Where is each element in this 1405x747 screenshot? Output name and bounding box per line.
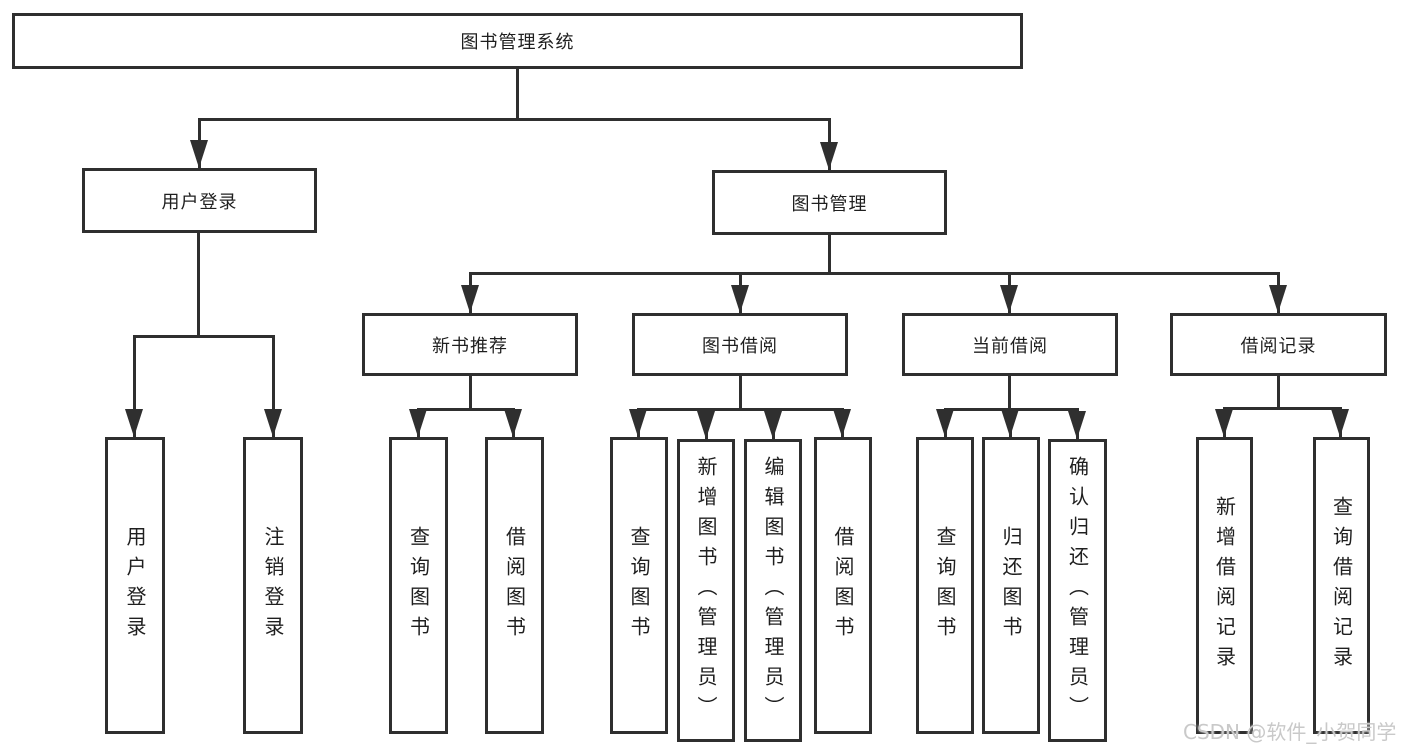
leaf-confirm-return-admin-label: 确认归还（管理员）	[1065, 455, 1090, 726]
leaf-edit-book-admin-label: 编辑图书（管理员）	[761, 455, 785, 726]
leaf-query-book-2: 查询图书	[610, 437, 668, 734]
leaf-user-login: 用户登录	[105, 437, 165, 734]
arrowhead-down-icon	[504, 409, 522, 437]
node-current-borrow-label: 当前借阅	[972, 335, 1048, 357]
connector-line	[417, 408, 515, 411]
node-borrow-records: 借阅记录	[1170, 313, 1387, 376]
arrowhead-down-icon	[264, 409, 282, 437]
leaf-confirm-return-admin: 确认归还（管理员）	[1048, 439, 1107, 742]
arrowhead-down-icon	[1331, 409, 1349, 437]
leaf-query-book-1: 查询图书	[389, 437, 448, 734]
leaf-return-book: 归还图书	[982, 437, 1040, 734]
connector-line	[1223, 407, 1342, 410]
node-root: 图书管理系统	[12, 13, 1023, 69]
node-book-mgmt-label: 图书管理	[791, 193, 868, 215]
arrowhead-down-icon	[409, 409, 427, 437]
leaf-logout: 注销登录	[243, 437, 303, 734]
leaf-borrow-book-2-label: 借阅图书	[831, 525, 855, 646]
arrowhead-down-icon	[1215, 409, 1233, 437]
node-book-mgmt: 图书管理	[712, 170, 947, 235]
csdn-watermark: CSDN @软件_小贺同学	[1183, 720, 1397, 744]
arrowhead-down-icon	[1001, 409, 1019, 437]
arrowhead-down-icon	[731, 285, 749, 313]
arrowhead-down-icon	[936, 409, 954, 437]
connector-line	[637, 408, 844, 411]
leaf-return-book-label: 归还图书	[999, 525, 1023, 646]
connector-line	[133, 335, 136, 437]
arrowhead-down-icon	[461, 285, 479, 313]
arrowhead-down-icon	[764, 411, 782, 439]
arrowhead-down-icon	[1269, 285, 1287, 313]
node-user-login-label: 用户登录	[161, 191, 238, 213]
connector-line	[198, 118, 831, 121]
leaf-query-book-3: 查询图书	[916, 437, 974, 734]
arrowhead-down-icon	[833, 409, 851, 437]
connector-line	[1277, 376, 1280, 407]
leaf-user-login-label: 用户登录	[123, 525, 147, 646]
node-root-label: 图书管理系统	[460, 32, 575, 53]
leaf-edit-book-admin: 编辑图书（管理员）	[744, 439, 802, 742]
node-book-borrow-label: 图书借阅	[702, 335, 778, 357]
node-current-borrow: 当前借阅	[902, 313, 1118, 376]
leaf-add-borrow-record: 新增借阅记录	[1196, 437, 1253, 734]
arrowhead-down-icon	[1068, 411, 1086, 439]
leaf-borrow-book-1: 借阅图书	[485, 437, 544, 734]
connector-line	[1008, 376, 1011, 408]
arrowhead-down-icon	[697, 411, 715, 439]
leaf-add-book-admin: 新增图书（管理员）	[677, 439, 735, 742]
connector-line	[272, 335, 275, 437]
node-book-borrow: 图书借阅	[632, 313, 848, 376]
connector-line	[516, 69, 519, 118]
leaf-query-borrow-record: 查询借阅记录	[1313, 437, 1370, 734]
node-borrow-records-label: 借阅记录	[1240, 335, 1317, 357]
leaf-logout-label: 注销登录	[261, 525, 285, 646]
connector-line	[469, 272, 1280, 275]
node-user-login: 用户登录	[82, 168, 317, 233]
leaf-add-borrow-record-label: 新增借阅记录	[1212, 495, 1237, 676]
node-new-book-rec: 新书推荐	[362, 313, 578, 376]
leaf-query-book-2-label: 查询图书	[627, 525, 651, 646]
leaf-borrow-book-1-label: 借阅图书	[502, 525, 527, 646]
connector-line	[133, 335, 275, 338]
leaf-query-book-3-label: 查询图书	[933, 525, 957, 646]
leaf-query-book-1-label: 查询图书	[406, 525, 431, 646]
leaf-borrow-book-2: 借阅图书	[814, 437, 872, 734]
arrowhead-down-icon	[1000, 285, 1018, 313]
arrowhead-down-icon	[125, 409, 143, 437]
connector-line	[197, 233, 200, 335]
leaf-query-borrow-record-label: 查询借阅记录	[1329, 495, 1354, 676]
arrowhead-down-icon	[820, 142, 838, 170]
connector-line	[469, 376, 472, 408]
arrowhead-down-icon	[190, 140, 208, 168]
connector-line	[739, 376, 742, 408]
leaf-add-book-admin-label: 新增图书（管理员）	[694, 455, 718, 726]
node-new-book-rec-label: 新书推荐	[432, 335, 508, 357]
arrowhead-down-icon	[629, 409, 647, 437]
connector-line	[828, 235, 831, 272]
